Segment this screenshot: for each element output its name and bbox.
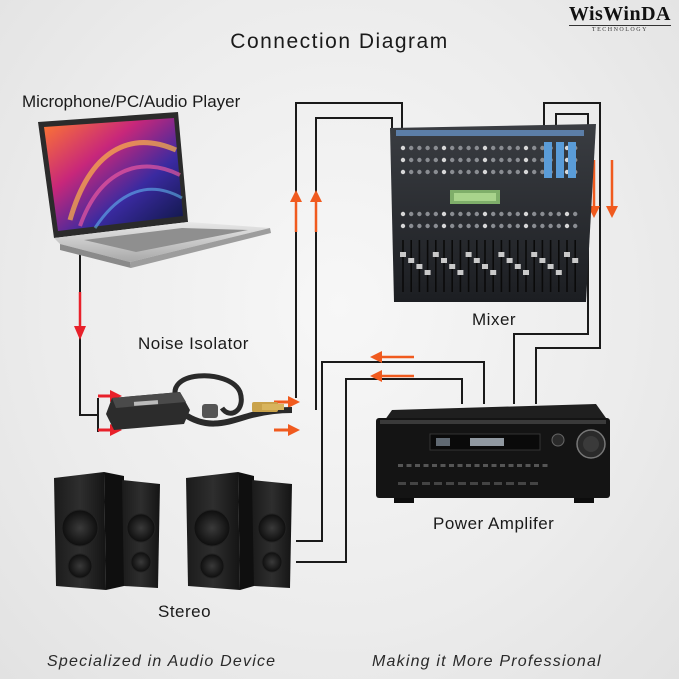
mixer-device — [390, 124, 596, 302]
noise-isolator-label: Noise Isolator — [138, 334, 249, 353]
cable-isolator-to-mixer-2 — [315, 117, 393, 410]
arrow-down-orange-2 — [606, 206, 618, 218]
source-label: Microphone/PC/Audio Player — [22, 92, 241, 111]
cable-amp-to-stereo-2 — [296, 378, 463, 563]
cable-isolator-to-mixer-1 — [295, 102, 403, 398]
flow-arrows — [74, 160, 618, 436]
arrow-left-orange-2 — [370, 370, 382, 382]
arrow-left-orange-1 — [370, 351, 382, 363]
brand-logo: WisWinDA TECHNOLOGY — [568, 3, 671, 33]
cable-mixer-to-amp-1 — [535, 102, 601, 404]
brand-tagline: TECHNOLOGY — [568, 25, 671, 33]
mixer-channels — [400, 145, 579, 292]
speaker-right-pair — [186, 472, 292, 590]
arrow-right-orange-1 — [288, 396, 300, 408]
footer-right-slogan: Making it More Professional — [372, 653, 602, 670]
noise-isolator-device — [106, 373, 293, 430]
power-amplifier-label: Power Amplifer — [433, 514, 555, 533]
stereo-label: Stereo — [158, 602, 212, 621]
footer-left-slogan: Specialized in Audio Device — [47, 653, 277, 670]
stereo-speakers — [54, 472, 292, 590]
speaker-left-pair — [54, 472, 160, 590]
diagram-title: Connection Diagram — [230, 30, 449, 53]
arrow-up-orange-2 — [310, 190, 322, 202]
arrow-up-orange-1 — [290, 190, 302, 202]
arrow-right-orange-2 — [288, 424, 300, 436]
cable-amp-to-stereo-1 — [296, 361, 485, 542]
brand-name: WisWinDA — [568, 3, 671, 25]
power-amplifier-device — [376, 404, 610, 503]
arrow-down-red — [74, 326, 86, 340]
amplifier-buttons — [398, 464, 548, 485]
mixer-label: Mixer — [472, 310, 517, 329]
laptop-illustration — [38, 112, 271, 268]
